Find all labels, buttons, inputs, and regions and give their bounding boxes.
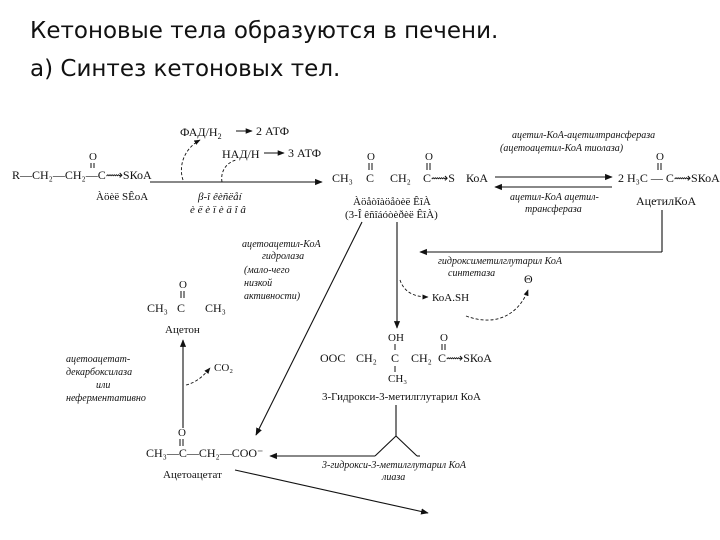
nadh-label: НАД/Н <box>222 147 260 161</box>
acac-ch3: CH₃ <box>332 171 353 185</box>
thiolase-label-1: ацетил-КоА-ацетилтрансфераза <box>512 130 655 141</box>
koash-label: КоА.SH <box>432 292 469 304</box>
inhibition-arc <box>465 289 529 321</box>
hydrolase-label-5: активности) <box>244 291 301 302</box>
lyase-label-2: лиаза <box>381 472 405 483</box>
hydrolase-arrow <box>255 221 363 436</box>
fadh2-label: ФАД/Н2 <box>180 125 222 141</box>
hmg-ch2-right: CH₂ <box>411 351 432 365</box>
hydrolase-label-4: низкой <box>244 278 272 289</box>
slide-title-line-2: а) Синтез кетоновых тел. <box>30 56 341 82</box>
hmg-c: C <box>391 351 399 365</box>
hmg-coa-name: 3-Гидрокси-3-метилглутарил КоА <box>322 391 481 403</box>
acac-o-2: O <box>425 151 433 163</box>
acetone-name: Ацетон <box>165 324 200 336</box>
acetone-o: O <box>179 279 187 291</box>
decarboxylase-label-2: декарбоксилаза <box>66 367 132 378</box>
feedback-minus-sign: Θ <box>524 272 533 286</box>
acac-c: C <box>366 171 374 185</box>
hmg-synthase-label-1: гидроксиметилглутарил КоА <box>438 256 563 267</box>
acetyl-coa-name: АцетилКоА <box>636 194 696 208</box>
acac-name-1: Àöåòîàöåòèë ÊîÀ <box>353 196 431 208</box>
acac-name-2: (3-Î êñîáóòèðèë ÊîÀ) <box>345 209 438 221</box>
hydrolase-label-3: (мало-чего <box>244 265 290 276</box>
hydrolase-label-1: ацетоацетил-КоА <box>242 239 322 250</box>
lyase-label-1: 3-гидрокси-3-метилглутарил КоА <box>321 460 467 471</box>
beta-oxidation-label-2: è ë è ï è ä î â <box>190 204 246 216</box>
fatty-acyl-coa-name: Àöèë SÊoA <box>96 191 148 203</box>
hmg-synthase-label-2: синтетаза <box>448 268 495 279</box>
hmg-ch2-left: CH₂ <box>356 351 377 365</box>
fad-reduction-arc <box>180 139 201 181</box>
acetoacetate-o: O <box>178 427 186 439</box>
hmg-ch3: CH₃ <box>388 373 407 385</box>
co2-release-arc <box>185 367 211 386</box>
atp-2-label: 2 АТФ <box>256 124 289 138</box>
acetone-ch3-right: CH₃ <box>205 301 226 315</box>
decarboxylase-label-4: неферментативно <box>66 393 146 404</box>
acetyl-transferase-label-2: трансфераза <box>525 204 582 215</box>
fatty-acyl-coa-formula: R—CH₂—CH₂—C⟿SКоА <box>12 168 152 182</box>
acetone-c: C <box>177 301 185 315</box>
acac-c-s: C⟿S <box>423 171 455 185</box>
koash-release-arc <box>399 279 429 300</box>
acetoacetate-name: Ацетоацетат <box>163 469 222 481</box>
hmg-ooc: OOC <box>320 351 345 365</box>
acetyl-o: O <box>656 151 664 163</box>
acetoacetate-formula: CH₃—C—CH₂—COO⁻ <box>146 446 263 460</box>
decarboxylase-label-1: ацетоацетат- <box>66 354 130 365</box>
decarboxylase-label-3: или <box>96 380 110 391</box>
slide-title-line-1: Кетоновые тела образуются в печени. <box>30 18 499 44</box>
acac-o-1: O <box>367 151 375 163</box>
hmg-o: O <box>440 332 448 344</box>
acac-ch2: CH₂ <box>390 171 411 185</box>
hydrolase-label-2: гидролаза <box>262 251 304 262</box>
thiolase-label-2: (ацетоацетил-КоА тиолаза) <box>500 143 624 154</box>
acac-coa: КоА <box>466 171 488 185</box>
nad-reduction-arc <box>221 159 237 183</box>
acetyl-coa-release-arrow <box>234 469 429 515</box>
hmg-oh: OH <box>388 332 404 344</box>
acetone-ch3-left: CH₃ <box>147 301 168 315</box>
acetyl-transferase-label-1: ацетил-КоА ацетил- <box>510 192 599 203</box>
co2-label: CO₂ <box>214 362 233 374</box>
acyl-carbonyl-o: O <box>89 151 97 163</box>
lyase-split-mark <box>374 435 418 457</box>
beta-oxidation-label-1: β-î êèñëåí <box>197 191 243 203</box>
hmg-c-s-coa: C⟿SКоА <box>438 351 492 365</box>
two-acetyl-coa-formula: 2 H₃C — C⟿SКоА <box>618 171 720 185</box>
atp-3-label: 3 АТФ <box>288 146 321 160</box>
